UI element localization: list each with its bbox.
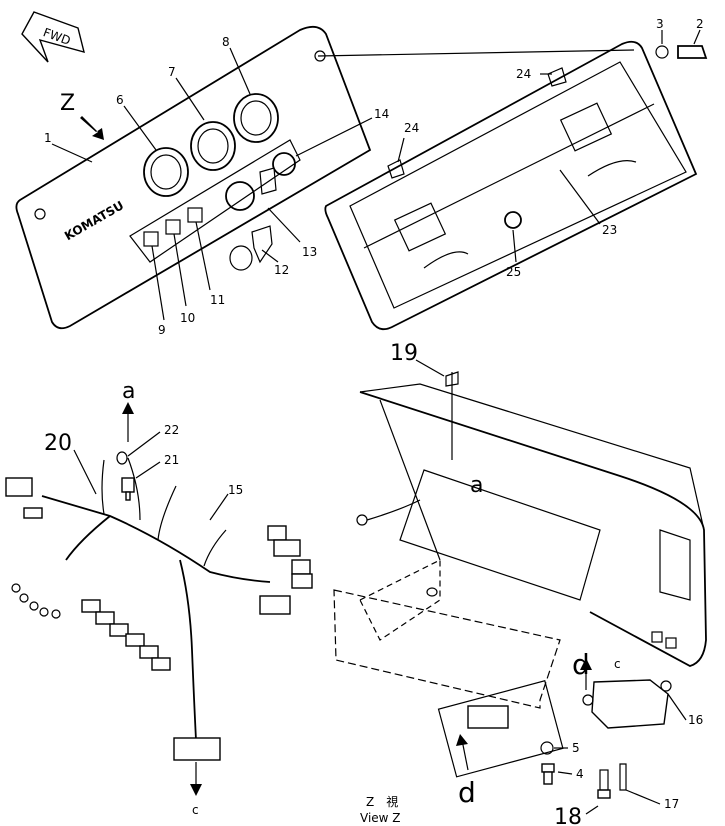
- bolt-18: [597, 769, 611, 799]
- callout-19: 19: [390, 341, 418, 366]
- callout-17: 17: [664, 797, 679, 811]
- callout-23: 23: [602, 223, 617, 237]
- callout-25: 25: [506, 265, 521, 279]
- callout-7: 7: [168, 65, 176, 79]
- callout-21: 21: [164, 453, 179, 467]
- ref-a-lower: a: [470, 473, 483, 498]
- callout-22: 22: [164, 423, 179, 437]
- lamp-14: [272, 152, 296, 176]
- clip-19: [445, 371, 459, 387]
- view-z-arrow-icon: [80, 116, 104, 140]
- connector-left-2: [23, 507, 43, 519]
- ref-c-module: c: [614, 657, 621, 671]
- module-bracket: [467, 705, 509, 729]
- bolt-21: [121, 477, 135, 501]
- callout-10: 10: [180, 311, 195, 325]
- callout-3: 3: [656, 17, 664, 31]
- gauge-8: [233, 93, 279, 143]
- callout-labels: 1 2 3 4 5 6 7 8 9 10 11 12 13 14 15 16 1…: [44, 17, 704, 826]
- washer-3: [655, 45, 669, 59]
- ref-d-right: d: [572, 648, 590, 681]
- connector-reference-letters: a a c c d d: [122, 379, 621, 817]
- callout-1: 1: [44, 131, 52, 145]
- brand-logo: KOMATSU: [62, 198, 126, 243]
- wiring-harness: [5, 402, 313, 796]
- key-switch-13: [225, 181, 255, 211]
- callout-11: 11: [210, 293, 225, 307]
- fwd-arrow-badge: FWD: [21, 11, 85, 63]
- connector-left-1: [5, 477, 33, 497]
- callout-24-right: 24: [516, 67, 531, 81]
- callout-13: 13: [302, 245, 317, 259]
- callout-20: 20: [44, 431, 72, 456]
- switch-10: [165, 219, 181, 235]
- washer-5: [540, 741, 554, 755]
- gauge-7: [190, 121, 236, 171]
- bolt-4: [541, 763, 555, 785]
- switch-9: [143, 231, 159, 247]
- callout-12: 12: [274, 263, 289, 277]
- hinge-24-left: [387, 159, 405, 179]
- hinge-24-right: [547, 67, 567, 87]
- callout-14: 14: [374, 107, 389, 121]
- callout-15: 15: [228, 483, 243, 497]
- ref-a-upper: a: [122, 379, 135, 404]
- view-caption: Z 視 View Z: [360, 794, 401, 825]
- callout-18: 18: [554, 805, 582, 826]
- ref-c-bottom: c: [192, 803, 199, 817]
- bolt-2: [677, 45, 708, 59]
- callout-2: 2: [696, 17, 704, 31]
- callout-16: 16: [688, 713, 703, 727]
- view-z-marker: Z: [60, 91, 104, 140]
- panel-rear-cover: [317, 40, 708, 331]
- relay-module-16: [582, 679, 672, 729]
- key-12-upper: [259, 167, 277, 195]
- callout-6: 6: [116, 93, 124, 107]
- ref-d-left: d: [458, 776, 476, 809]
- gauge-6: [143, 147, 189, 197]
- callout-4: 4: [576, 767, 584, 781]
- view-z-assembly: [333, 371, 707, 799]
- pin-17: [619, 763, 627, 791]
- switch-11: [187, 207, 203, 223]
- lock-25: [504, 211, 522, 229]
- view-caption-en: View Z: [360, 811, 401, 825]
- callout-5: 5: [572, 741, 580, 755]
- callout-8: 8: [222, 35, 230, 49]
- view-z-letter: Z: [60, 91, 75, 116]
- key-12: [251, 225, 273, 264]
- connector-c: [173, 737, 221, 761]
- callout-24-left: 24: [404, 121, 419, 135]
- view-caption-jp: Z 視: [366, 794, 398, 809]
- callout-9: 9: [158, 323, 166, 337]
- instrument-panel-front: KOMATSU: [15, 25, 372, 330]
- clip-22: [116, 451, 128, 465]
